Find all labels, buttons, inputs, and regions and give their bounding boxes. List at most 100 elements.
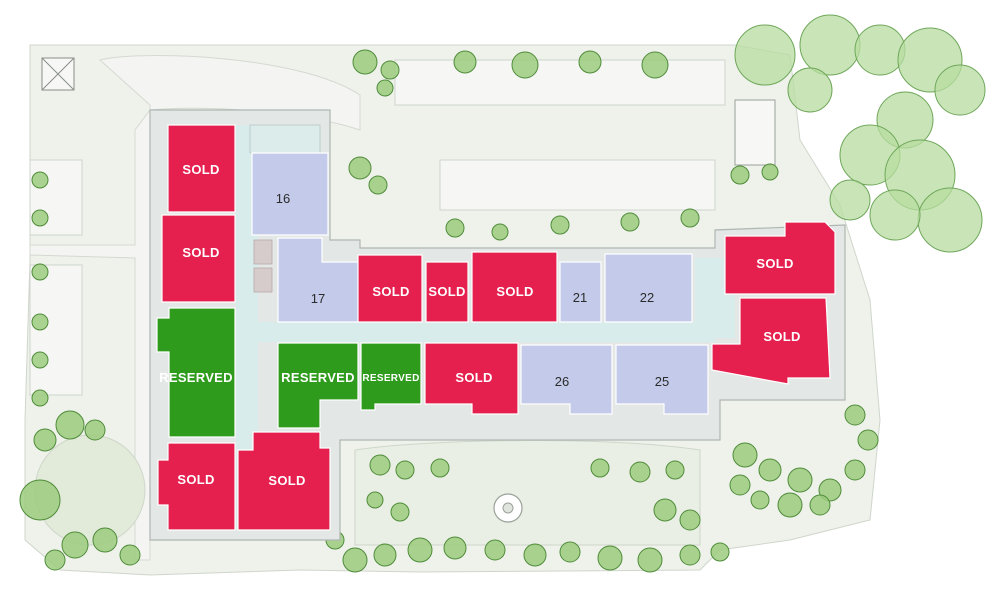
- unit-25[interactable]: 25: [615, 344, 709, 415]
- tree-icon: [31, 263, 49, 281]
- tree-icon: [380, 60, 400, 80]
- tree-icon: [366, 491, 384, 509]
- tree-icon: [445, 218, 465, 238]
- unit-shape[interactable]: [724, 221, 836, 295]
- unit-sold-5[interactable]: SOLD: [471, 251, 558, 323]
- tree-icon: [84, 419, 106, 441]
- tree-icon: [31, 209, 49, 227]
- unit-shape[interactable]: [424, 342, 519, 415]
- tree-icon: [809, 494, 831, 516]
- tree-canopy-icon: [869, 189, 921, 241]
- tree-icon: [629, 461, 651, 483]
- fountain-center: [502, 502, 514, 514]
- unit-label: SOLD: [177, 472, 214, 487]
- tree-canopy-icon: [734, 24, 796, 86]
- tree-canopy-icon: [934, 64, 986, 116]
- unit-shape[interactable]: [425, 261, 469, 323]
- tree-icon: [55, 410, 85, 440]
- unit-shape[interactable]: [711, 297, 831, 385]
- unit-shape[interactable]: [277, 342, 359, 429]
- tree-icon: [369, 454, 391, 476]
- tree-icon: [590, 458, 610, 478]
- tree-icon: [665, 460, 685, 480]
- unit-label: SOLD: [372, 284, 409, 299]
- tree-icon: [732, 442, 758, 468]
- unit-shape[interactable]: [360, 342, 422, 411]
- tree-icon: [550, 215, 570, 235]
- unit-label: SOLD: [756, 256, 793, 271]
- tree-icon: [453, 50, 477, 74]
- unit-sold-10[interactable]: SOLD: [237, 431, 331, 531]
- unit-sold-1[interactable]: SOLD: [167, 124, 236, 213]
- main-corridor: [236, 322, 716, 342]
- service-building: [734, 99, 776, 166]
- tree-icon: [679, 544, 701, 566]
- unit-sold-6[interactable]: SOLD: [724, 221, 836, 295]
- unit-21[interactable]: 21: [559, 261, 602, 323]
- tree-icon: [844, 459, 866, 481]
- unit-label: SOLD: [763, 329, 800, 344]
- tree-icon: [730, 165, 750, 185]
- tree-icon: [758, 458, 782, 482]
- tree-canopy-icon: [829, 179, 871, 221]
- tree-icon: [578, 50, 602, 74]
- tree-icon: [44, 549, 66, 571]
- tree-icon: [19, 479, 61, 521]
- tree-icon: [430, 458, 450, 478]
- tree-icon: [597, 545, 623, 571]
- tree-icon: [352, 49, 378, 75]
- unit-label: RESERVED: [281, 370, 355, 385]
- units-layer: SOLD SOLD 16 17 SOLD SOLD SOLD 21: [156, 124, 836, 531]
- tree-icon: [750, 490, 770, 510]
- lobby-block: [249, 124, 321, 154]
- unit-shape[interactable]: [167, 124, 236, 213]
- unit-shape[interactable]: [251, 152, 329, 236]
- unit-22[interactable]: 22: [604, 253, 693, 323]
- unit-shape[interactable]: [520, 344, 613, 415]
- tree-icon: [818, 478, 842, 502]
- unit-shape[interactable]: [471, 251, 558, 323]
- tree-icon: [443, 536, 467, 560]
- tree-canopy-icon: [787, 67, 833, 113]
- unit-label: 21: [573, 290, 587, 305]
- tree-icon: [376, 79, 394, 97]
- tree-canopy-icon: [917, 187, 983, 253]
- unit-sold-2[interactable]: SOLD: [161, 214, 236, 303]
- unit-reserved-1[interactable]: RESERVED: [156, 307, 236, 438]
- unit-label: SOLD: [428, 284, 465, 299]
- unit-shape[interactable]: [615, 344, 709, 415]
- unit-shape[interactable]: [156, 307, 236, 438]
- unit-sold-8[interactable]: SOLD: [424, 342, 519, 415]
- tree-icon: [710, 542, 730, 562]
- tree-icon: [373, 543, 397, 567]
- unit-sold-9[interactable]: SOLD: [157, 442, 236, 531]
- unit-label: SOLD: [496, 284, 533, 299]
- unit-shape[interactable]: [357, 254, 423, 323]
- tree-icon: [92, 527, 118, 553]
- unit-sold-7[interactable]: SOLD: [711, 297, 831, 385]
- unit-shape[interactable]: [559, 261, 602, 323]
- tree-icon: [680, 208, 700, 228]
- tree-icon: [348, 156, 372, 180]
- unit-sold-4[interactable]: SOLD: [425, 261, 469, 323]
- tree-icon: [390, 502, 410, 522]
- unit-label: 22: [640, 290, 654, 305]
- unit-label: 25: [655, 374, 669, 389]
- unit-label: SOLD: [455, 370, 492, 385]
- unit-shape[interactable]: [604, 253, 693, 323]
- unit-shape[interactable]: [161, 214, 236, 303]
- unit-reserved-3[interactable]: RESERVED: [360, 342, 422, 411]
- unit-26[interactable]: 26: [520, 344, 613, 415]
- stair-2: [253, 267, 273, 293]
- unit-reserved-2[interactable]: RESERVED: [277, 342, 359, 429]
- unit-shape[interactable]: [237, 431, 331, 531]
- kiosk-cross: [41, 57, 75, 91]
- unit-label: SOLD: [182, 162, 219, 177]
- tree-icon: [119, 544, 141, 566]
- tree-icon: [641, 51, 669, 79]
- unit-sold-3[interactable]: SOLD: [357, 254, 423, 323]
- tree-icon: [777, 492, 803, 518]
- unit-16[interactable]: 16: [251, 152, 329, 236]
- unit-shape[interactable]: [157, 442, 236, 531]
